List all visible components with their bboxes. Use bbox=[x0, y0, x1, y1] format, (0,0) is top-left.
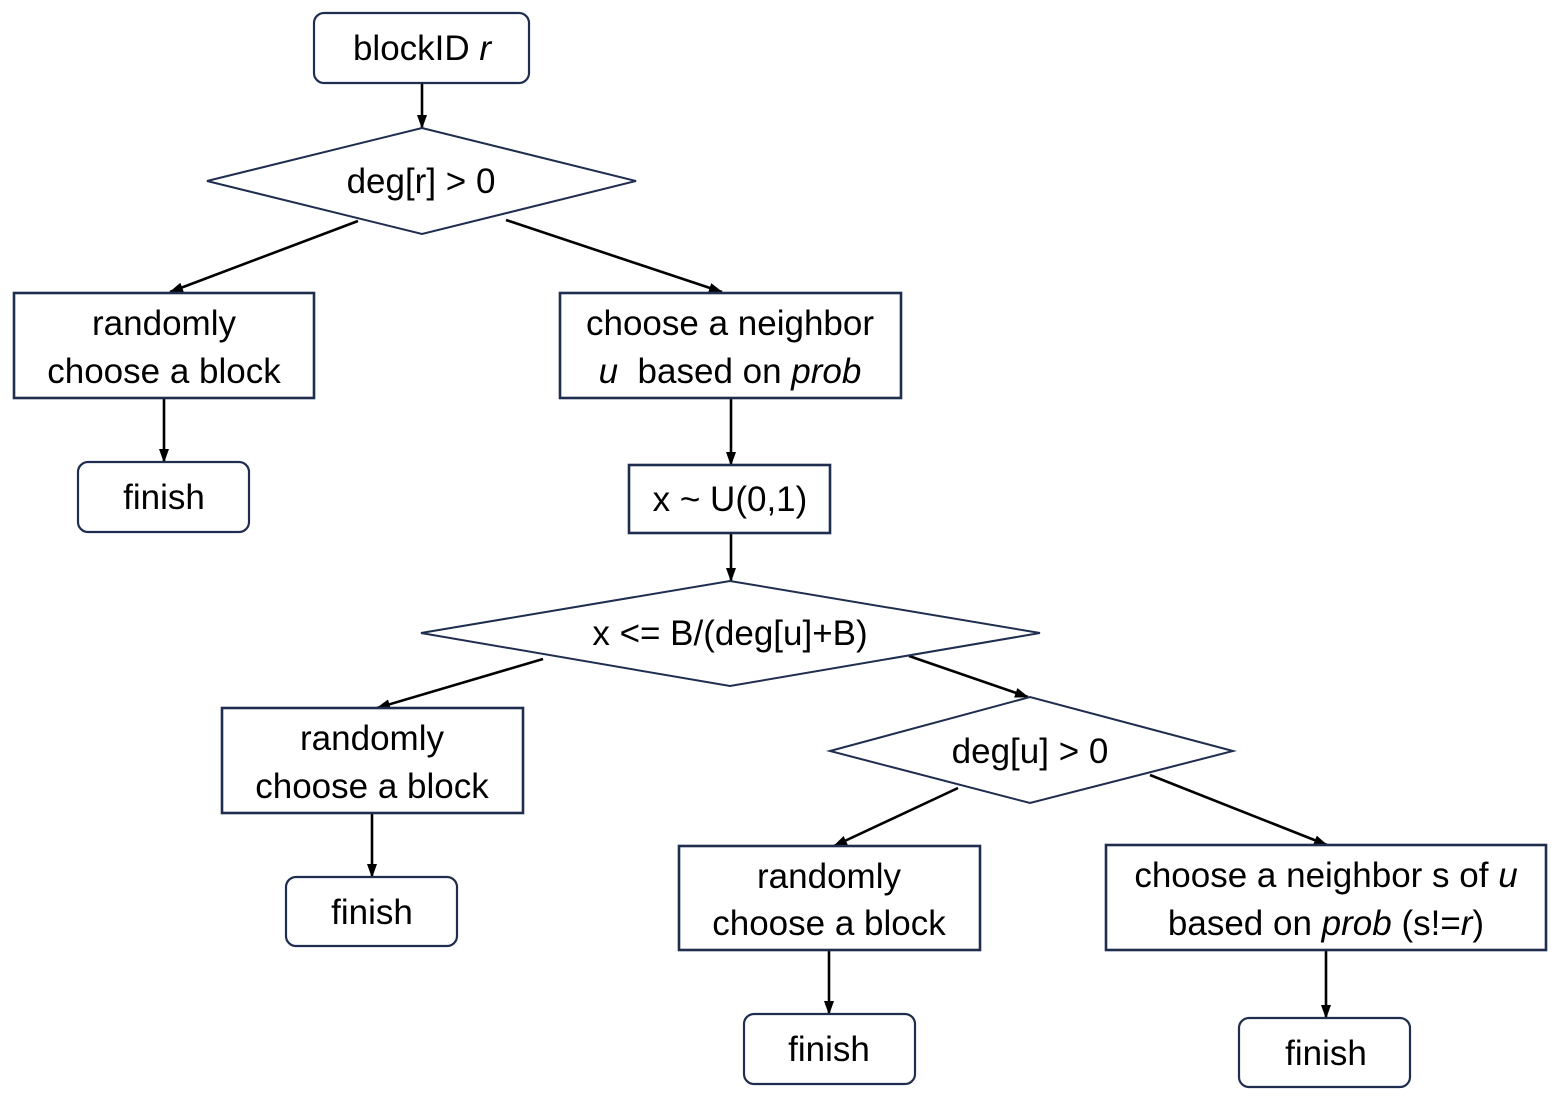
arrow-deg-u-check-to-choose-neighbor-s bbox=[1149, 773, 1328, 847]
arrow-deg-r-check-to-random-block-1 bbox=[169, 219, 359, 294]
choose-neighbor-u-box bbox=[558, 291, 903, 400]
choose-neighbor-s-line1-var: u bbox=[1498, 856, 1517, 895]
finish-4-box bbox=[1237, 1016, 1412, 1089]
random-block-1-line1: randomly bbox=[92, 304, 236, 343]
random-block-2-line2: choose a block bbox=[255, 767, 489, 806]
choose-neighbor-s-line2-end: ) bbox=[1472, 904, 1484, 943]
choose-neighbor-s-r-var: r bbox=[1461, 904, 1474, 943]
node-finish-4: finish bbox=[1237, 1016, 1412, 1089]
finish-1-label: finish bbox=[123, 478, 205, 517]
arrow-deg-r-check-to-choose-neighbor-u bbox=[505, 218, 723, 294]
node-deg-r-check: deg[r] > 0 bbox=[206, 126, 637, 236]
node-start: blockID r bbox=[312, 11, 531, 85]
node-x-threshold-check: x <= B/(deg[u]+B) bbox=[420, 579, 1041, 688]
deg-u-check-diamond bbox=[826, 695, 1237, 805]
node-finish-3: finish bbox=[742, 1012, 917, 1086]
choose-neighbor-u-prob: prob bbox=[790, 352, 861, 391]
finish-2-box bbox=[284, 875, 459, 948]
random-block-3-line1: randomly bbox=[757, 857, 901, 896]
random-block-2-line1: randomly bbox=[300, 719, 444, 758]
finish-3-label: finish bbox=[788, 1030, 870, 1069]
finish-1-box bbox=[76, 460, 251, 534]
finish-2-label: finish bbox=[331, 893, 413, 932]
choose-neighbor-s-prob: prob bbox=[1321, 904, 1392, 943]
node-random-block-1: randomly choose a block bbox=[12, 291, 316, 400]
choose-neighbor-u-var: u bbox=[599, 352, 618, 391]
choose-neighbor-s-line2: based on prob (s!=r) bbox=[1168, 904, 1484, 943]
arrow-x-threshold-check-to-deg-u-check bbox=[908, 654, 1029, 699]
node-random-block-2: randomly choose a block bbox=[220, 706, 525, 815]
x-threshold-check-label: x <= B/(deg[u]+B) bbox=[592, 614, 867, 653]
finish-4-label: finish bbox=[1285, 1034, 1367, 1073]
node-choose-neighbor-s: choose a neighbor s of u based on prob (… bbox=[1104, 843, 1548, 952]
node-random-block-3: randomly choose a block bbox=[677, 844, 982, 952]
start-label-var: r bbox=[479, 29, 492, 68]
node-choose-neighbor-u: choose a neighbor u based on prob bbox=[558, 291, 903, 400]
start-label: blockID r bbox=[353, 29, 492, 68]
random-block-2-box bbox=[220, 706, 525, 815]
random-block-1-box bbox=[12, 291, 316, 400]
connectors bbox=[159, 83, 1331, 1019]
node-deg-u-check: deg[u] > 0 bbox=[826, 695, 1237, 805]
start-box bbox=[312, 11, 531, 85]
deg-r-check-diamond bbox=[206, 126, 637, 236]
sample-x-box bbox=[627, 463, 832, 535]
node-finish-2: finish bbox=[284, 875, 459, 948]
choose-neighbor-u-line2: u based on prob bbox=[599, 352, 862, 391]
sample-x-label: x ~ U(0,1) bbox=[653, 480, 808, 519]
node-finish-1: finish bbox=[76, 460, 251, 534]
random-block-1-line2: choose a block bbox=[47, 352, 281, 391]
random-block-3-box bbox=[677, 844, 982, 952]
choose-neighbor-s-line2-tail: (s!= bbox=[1392, 904, 1461, 943]
deg-u-check-label: deg[u] > 0 bbox=[952, 732, 1109, 771]
choose-neighbor-s-line2-text: based on bbox=[1168, 904, 1322, 943]
choose-neighbor-s-line1-text: choose a neighbor s of bbox=[1134, 856, 1498, 895]
random-block-3-line2: choose a block bbox=[712, 904, 946, 943]
choose-neighbor-s-box bbox=[1104, 843, 1548, 952]
arrow-x-threshold-check-to-random-block-2 bbox=[376, 657, 544, 710]
x-threshold-check-diamond bbox=[420, 579, 1041, 688]
deg-r-check-label: deg[r] > 0 bbox=[347, 162, 496, 201]
choose-neighbor-u-text: based on bbox=[618, 352, 791, 391]
start-label-text: blockID bbox=[353, 29, 479, 68]
finish-3-box bbox=[742, 1012, 917, 1086]
choose-neighbor-u-line1: choose a neighbor bbox=[586, 304, 874, 343]
choose-neighbor-s-line1: choose a neighbor s of u bbox=[1134, 856, 1517, 895]
arrow-deg-u-check-to-random-block-3 bbox=[833, 786, 959, 848]
node-sample-x: x ~ U(0,1) bbox=[627, 463, 832, 535]
